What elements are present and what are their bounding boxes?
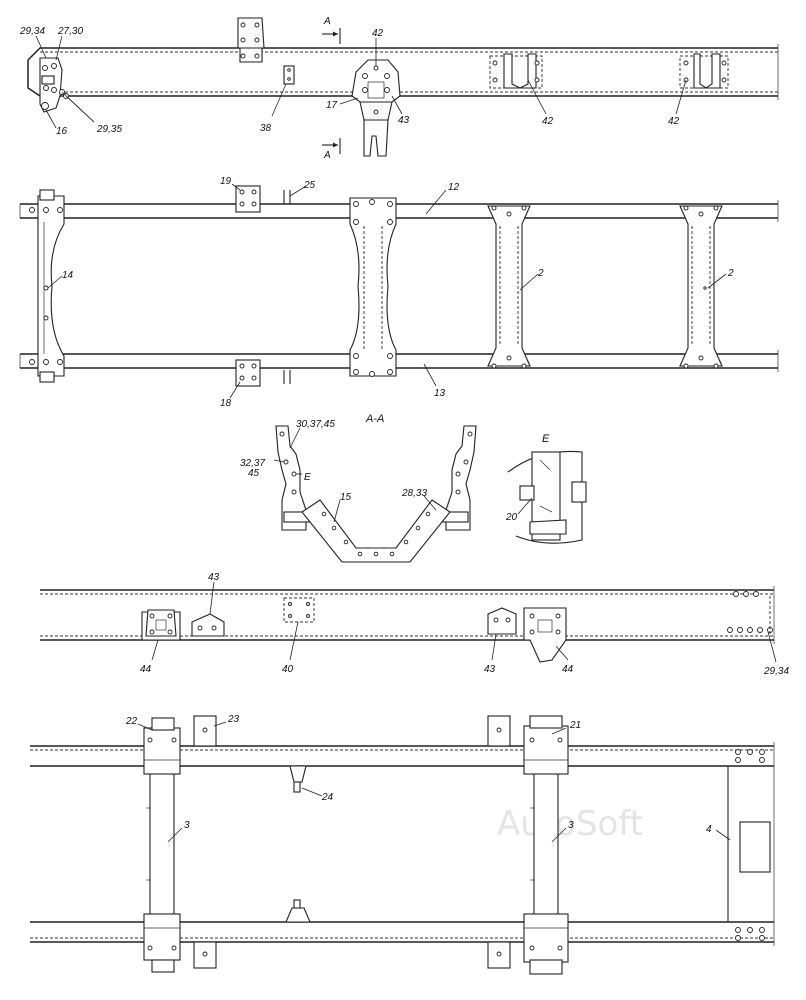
callout-45: 45 bbox=[248, 468, 260, 479]
callout-29-34: 29,34 bbox=[19, 26, 45, 37]
callout-3: 3 bbox=[184, 820, 190, 831]
callout-12: 12 bbox=[448, 182, 460, 193]
front-spring-bracket bbox=[39, 57, 69, 113]
callout-43: 43 bbox=[208, 572, 220, 583]
callout-32-37: 32,37 bbox=[240, 458, 265, 469]
middle-crossmember bbox=[349, 197, 397, 377]
plate-38 bbox=[283, 65, 295, 85]
callout-e: E bbox=[304, 472, 311, 483]
view-side-frame: A A bbox=[19, 16, 779, 161]
callout-43: 43 bbox=[484, 664, 496, 675]
callout-23: 23 bbox=[227, 714, 240, 725]
tube-crossmember-3-right bbox=[523, 715, 569, 975]
callout-38: 38 bbox=[260, 123, 272, 134]
view-rear-side: 43 44 40 43 44 29,34 bbox=[40, 572, 789, 677]
section-marker-a: A A bbox=[322, 16, 341, 161]
hanger-24 bbox=[285, 765, 311, 923]
callout-27-30: 27,30 bbox=[57, 26, 83, 37]
view-plan-frame: 19 25 12 14 2 2 18 13 bbox=[19, 176, 779, 409]
callout-42: 42 bbox=[372, 28, 384, 39]
bracket-44-right bbox=[523, 607, 567, 663]
callout-40: 40 bbox=[282, 664, 294, 675]
callout-24: 24 bbox=[321, 792, 334, 803]
bracket-mid-right bbox=[487, 715, 511, 969]
watermark: AutoSoft bbox=[497, 804, 643, 844]
crossmember-2-a bbox=[487, 205, 531, 369]
callout-19: 19 bbox=[220, 176, 232, 187]
front-crossmember-14 bbox=[29, 189, 65, 383]
callout-4: 4 bbox=[706, 824, 712, 835]
callout-44: 44 bbox=[562, 664, 574, 675]
crossmember-2-b bbox=[679, 205, 723, 369]
view-rear-plan: 22 23 21 24 3 3 4 bbox=[30, 714, 775, 975]
callout-28-33: 28,33 bbox=[401, 488, 427, 499]
callout-25: 25 bbox=[303, 180, 316, 191]
detail-title: E bbox=[542, 433, 550, 445]
bracket-44-left bbox=[141, 609, 181, 641]
tube-crossmember-3-left bbox=[143, 717, 181, 973]
rear-crossmember-4 bbox=[727, 749, 771, 941]
callout-17: 17 bbox=[326, 100, 338, 111]
callout-21: 21 bbox=[569, 720, 581, 731]
callout-42: 42 bbox=[668, 116, 680, 127]
callout-30-37-45: 30,37,45 bbox=[296, 419, 335, 430]
callout-14: 14 bbox=[62, 270, 74, 281]
callout-29-34: 29,34 bbox=[763, 666, 789, 677]
callout-15: 15 bbox=[340, 492, 352, 503]
plate-40 bbox=[283, 597, 315, 623]
callout-2: 2 bbox=[727, 268, 734, 279]
section-a-a: A-A 30,37,45 32,37 45 E bbox=[240, 413, 477, 563]
bracket-23 bbox=[193, 715, 217, 969]
callout-43: 43 bbox=[398, 115, 410, 126]
cab-mount-bracket bbox=[237, 17, 265, 63]
callout-2: 2 bbox=[537, 268, 544, 279]
callout-29-35: 29,35 bbox=[96, 124, 122, 135]
callout-13: 13 bbox=[434, 388, 446, 399]
plate-43-right bbox=[487, 607, 517, 635]
rear-end-bolts bbox=[727, 591, 773, 636]
crossmember-gusset-1 bbox=[489, 53, 543, 89]
callout-16: 16 bbox=[56, 126, 68, 137]
callout-18: 18 bbox=[220, 398, 232, 409]
callout-44: 44 bbox=[140, 664, 152, 675]
svg-text:A: A bbox=[323, 16, 331, 27]
svg-text:A: A bbox=[323, 150, 331, 161]
callout-42: 42 bbox=[542, 116, 554, 127]
plate-43-left bbox=[191, 613, 225, 637]
detail-e: E 20 bbox=[505, 433, 587, 544]
section-title: A-A bbox=[365, 413, 384, 425]
bracket-18 bbox=[235, 359, 261, 387]
callout-22: 22 bbox=[125, 716, 138, 727]
crossmember-gusset-2 bbox=[679, 53, 729, 89]
bracket-19 bbox=[235, 185, 261, 213]
callout-3: 3 bbox=[568, 820, 574, 831]
engine-mount-bracket bbox=[351, 59, 401, 157]
callout-20: 20 bbox=[505, 512, 518, 523]
